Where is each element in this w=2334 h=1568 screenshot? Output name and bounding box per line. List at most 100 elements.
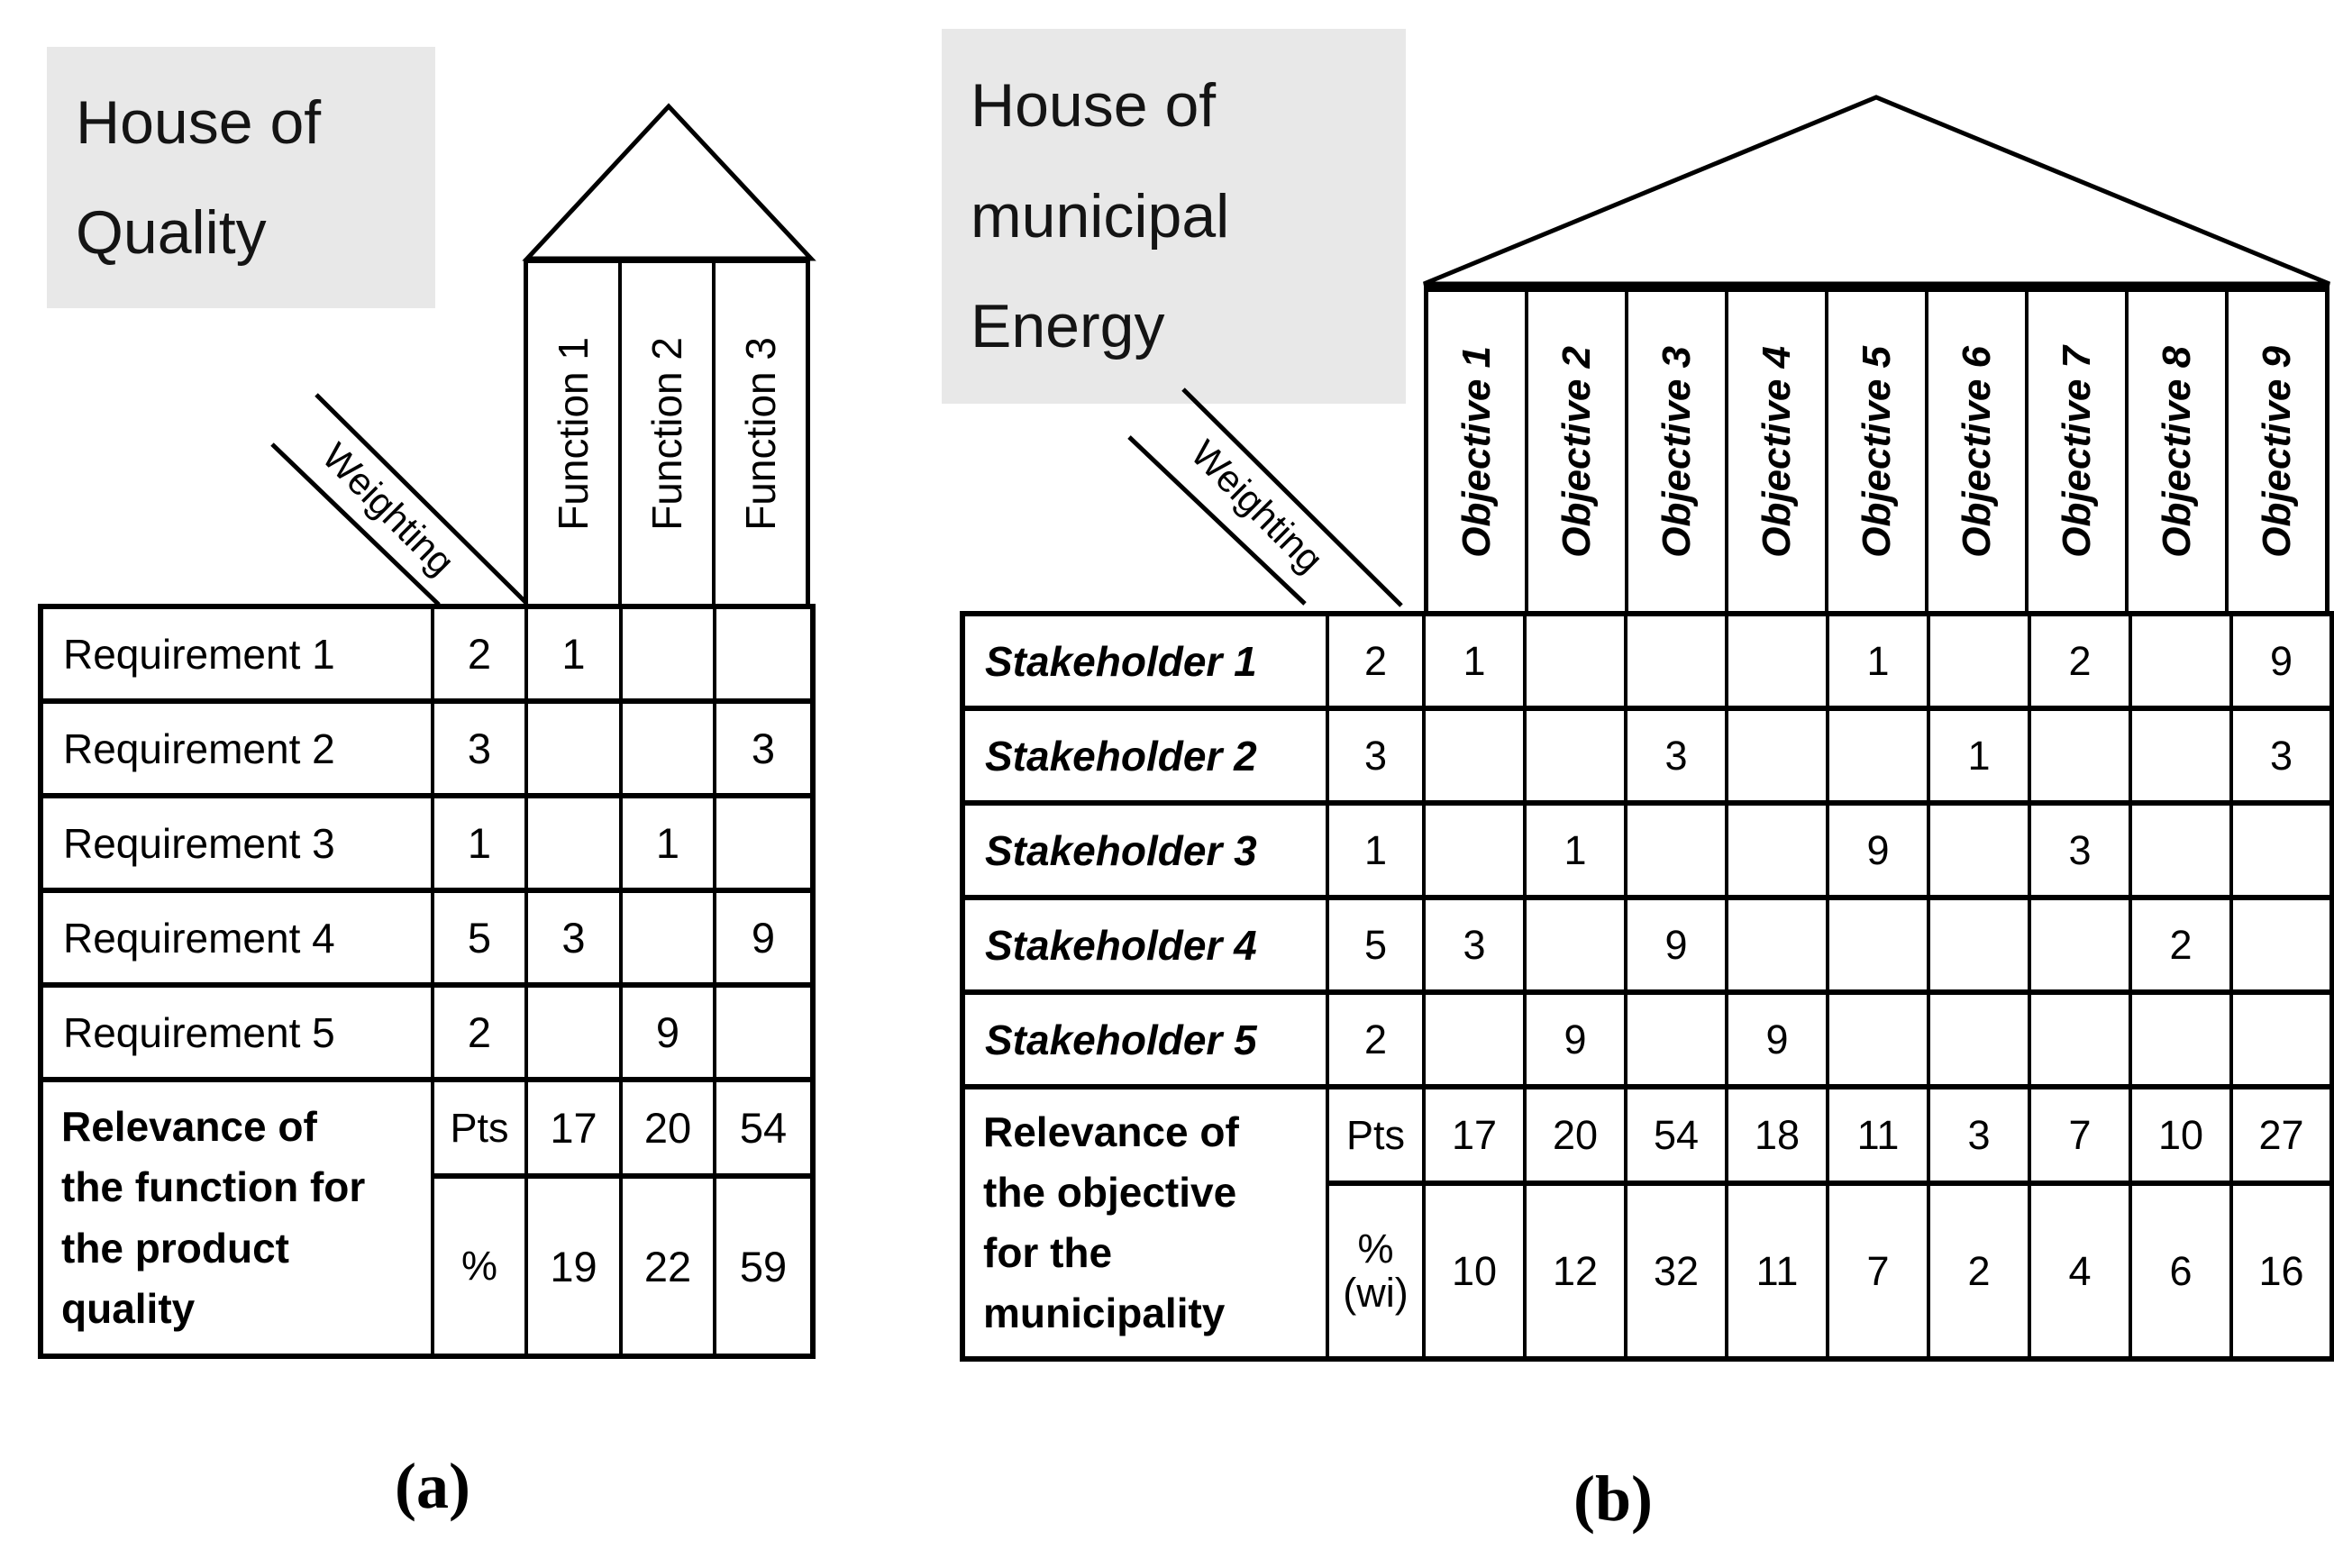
relevance-label-line: Relevance of bbox=[983, 1108, 1239, 1155]
column-header-objective-3: Objective 3 bbox=[1625, 292, 1725, 611]
weighting-line-a-lower bbox=[270, 442, 441, 606]
table-row: Requirement 4 5 3 9 bbox=[39, 888, 815, 988]
table-row: % 19 22 59 bbox=[41, 1173, 815, 1359]
pts-label: Pts bbox=[1326, 1084, 1426, 1186]
matrix-cell: 9 bbox=[1725, 989, 1829, 1089]
column-header-label: Objective 5 bbox=[1854, 345, 1899, 558]
subfigure-caption-a: (a) bbox=[395, 1450, 470, 1522]
pts-value: 20 bbox=[1523, 1084, 1627, 1186]
matrix-cell bbox=[1826, 895, 1930, 995]
relevance-label-line: for the bbox=[983, 1229, 1113, 1276]
weight-cell: 3 bbox=[1326, 706, 1426, 806]
percent-value: 19 bbox=[524, 1173, 623, 1359]
stakeholder-label: Stakeholder 5 bbox=[961, 989, 1329, 1089]
matrix-cell bbox=[1725, 611, 1829, 711]
matrix-cell: 3 bbox=[1422, 895, 1527, 995]
weighting-line-b-lower bbox=[1127, 435, 1307, 606]
matrix-cell bbox=[524, 698, 623, 798]
table-row: Stakeholder 2 3 3 1 3 bbox=[961, 706, 2334, 806]
stakeholder-label: Stakeholder 1 bbox=[961, 611, 1329, 711]
column-header-label: Objective 1 bbox=[1454, 345, 1499, 558]
matrix-cell bbox=[713, 604, 815, 704]
house-a-table: Requirement 1 2 1 Requirement 2 3 3 Requ… bbox=[38, 604, 816, 1359]
matrix-cell bbox=[2129, 611, 2233, 711]
matrix-cell bbox=[1725, 895, 1829, 995]
house-b-title-line: Energy bbox=[971, 292, 1165, 361]
house-b-title-line: House of bbox=[971, 71, 1217, 141]
table-row: Stakeholder 1 2 1 1 2 9 bbox=[961, 611, 2334, 711]
matrix-cell: 9 bbox=[2229, 611, 2334, 711]
stakeholder-label: Stakeholder 4 bbox=[961, 895, 1329, 995]
pts-value: 3 bbox=[1927, 1084, 2031, 1186]
matrix-cell bbox=[1422, 706, 1527, 806]
relevance-label: Relevance of the function for the produc… bbox=[39, 1077, 434, 1359]
relevance-label-line: the function for bbox=[61, 1163, 366, 1211]
roof-a bbox=[522, 103, 816, 261]
weighting-line-b-upper bbox=[1181, 387, 1403, 607]
column-header-objective-9: Objective 9 bbox=[2225, 292, 2325, 611]
column-header-label: Objective 3 bbox=[1654, 345, 1699, 558]
column-header-function-3: Function 3 bbox=[712, 263, 806, 604]
table-row: Requirement 1 2 1 bbox=[39, 604, 815, 704]
percent-value: 6 bbox=[2129, 1181, 2233, 1362]
matrix-cell: 3 bbox=[713, 698, 815, 798]
weight-cell: 5 bbox=[431, 888, 528, 988]
weight-cell: 3 bbox=[431, 698, 528, 798]
matrix-cell: 1 bbox=[1523, 800, 1627, 900]
matrix-cell: 9 bbox=[1624, 895, 1728, 995]
table-row: Requirement 2 3 3 bbox=[39, 698, 815, 798]
matrix-cell bbox=[1624, 989, 1728, 1089]
pts-value: 11 bbox=[1826, 1084, 1930, 1186]
column-header-label: Objective 7 bbox=[2054, 345, 2099, 558]
column-header-label: Objective 9 bbox=[2254, 345, 2299, 558]
percent-wi-label-line: % bbox=[1357, 1225, 1394, 1272]
matrix-cell bbox=[1725, 706, 1829, 806]
weight-cell: 1 bbox=[431, 793, 528, 893]
column-header-objective-1: Objective 1 bbox=[1428, 292, 1525, 611]
relevance-label-line: Relevance of bbox=[61, 1103, 317, 1151]
percent-wi-label-line: (wi) bbox=[1343, 1269, 1409, 1316]
column-header-function-1: Function 1 bbox=[528, 263, 618, 604]
matrix-cell: 3 bbox=[1624, 706, 1728, 806]
percent-label: % bbox=[431, 1173, 528, 1359]
matrix-cell: 1 bbox=[1422, 611, 1527, 711]
matrix-cell: 9 bbox=[713, 888, 815, 988]
matrix-cell: 1 bbox=[1927, 706, 2031, 806]
matrix-cell: 2 bbox=[2028, 611, 2132, 711]
matrix-cell bbox=[2129, 800, 2233, 900]
column-header-function-2: Function 2 bbox=[618, 263, 712, 604]
requirement-label: Requirement 4 bbox=[39, 888, 434, 988]
weight-cell: 1 bbox=[1326, 800, 1426, 900]
percent-value: 11 bbox=[1725, 1181, 1829, 1362]
table-row: % (wi) 10 12 32 11 7 2 4 6 16 bbox=[962, 1181, 2334, 1362]
matrix-cell bbox=[1927, 611, 2031, 711]
matrix-cell bbox=[1422, 800, 1527, 900]
column-header-objective-5: Objective 5 bbox=[1825, 292, 1925, 611]
matrix-cell bbox=[524, 793, 623, 893]
stakeholder-label: Stakeholder 3 bbox=[961, 800, 1329, 900]
percent-value: 16 bbox=[2229, 1181, 2334, 1362]
matrix-cell: 1 bbox=[619, 793, 716, 893]
table-row: Stakeholder 4 5 3 9 2 bbox=[961, 895, 2334, 995]
matrix-cell bbox=[713, 982, 815, 1082]
matrix-cell bbox=[2129, 706, 2233, 806]
matrix-cell bbox=[1725, 800, 1829, 900]
matrix-cell: 3 bbox=[2229, 706, 2334, 806]
matrix-cell bbox=[1523, 706, 1627, 806]
pts-value: 7 bbox=[2028, 1084, 2132, 1186]
pts-value: 54 bbox=[713, 1077, 815, 1179]
matrix-cell bbox=[1523, 611, 1627, 711]
subfigure-caption-b: (b) bbox=[1573, 1463, 1653, 1535]
matrix-cell bbox=[1523, 895, 1627, 995]
relevance-label-line: municipality bbox=[983, 1290, 1226, 1337]
house-b-title: House of municipal Energy bbox=[942, 29, 1406, 404]
house-b-title-line: municipal bbox=[971, 181, 1230, 251]
matrix-cell bbox=[1624, 611, 1728, 711]
table-row: Stakeholder 3 1 1 9 3 bbox=[961, 800, 2334, 900]
column-header-label: Objective 6 bbox=[1954, 345, 1999, 558]
column-header-label: Objective 8 bbox=[2154, 345, 2199, 558]
matrix-cell bbox=[619, 698, 716, 798]
pts-value: 27 bbox=[2229, 1084, 2334, 1186]
table-row: Stakeholder 5 2 9 9 bbox=[961, 989, 2334, 1089]
matrix-cell: 2 bbox=[2129, 895, 2233, 995]
